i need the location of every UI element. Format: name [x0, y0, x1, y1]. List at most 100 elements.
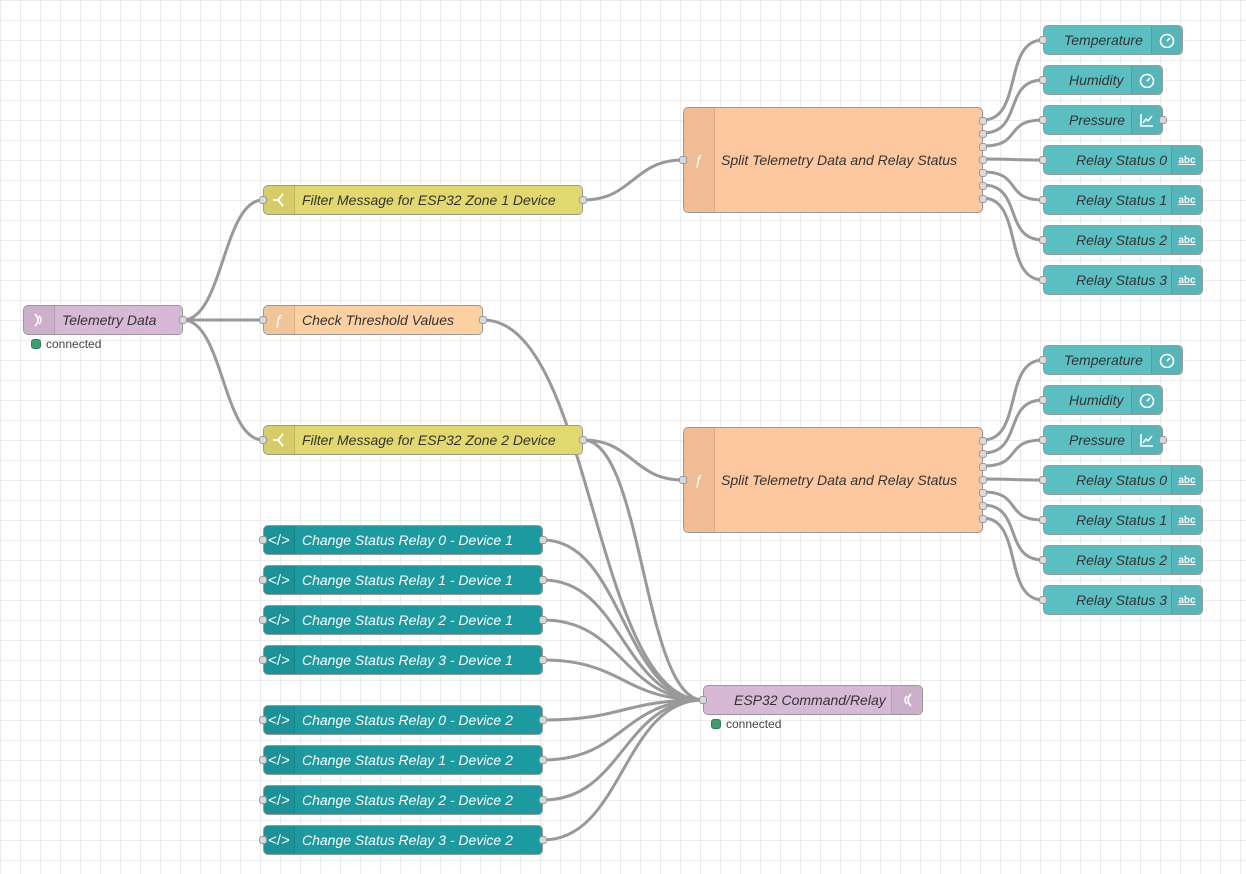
wire[interactable]	[542, 698, 704, 842]
change-relay-1-device-2-node[interactable]: </> Change Status Relay 1 - Device 2	[259, 745, 547, 775]
output-port[interactable]	[539, 656, 547, 664]
input-port[interactable]	[1039, 276, 1047, 284]
wire[interactable]	[982, 78, 1044, 135]
wire[interactable]	[982, 118, 1044, 148]
wire[interactable]	[542, 658, 704, 702]
output-port[interactable]	[979, 182, 987, 190]
wire[interactable]	[582, 158, 684, 202]
zone1-humidity-gauge-node[interactable]: Humidity	[1039, 65, 1163, 95]
split-telemetry-zone2-node[interactable]: ƒ Split Telemetry Data and Relay Status	[679, 427, 987, 533]
change-relay-0-device-1-node[interactable]: </> Change Status Relay 0 - Device 1	[259, 525, 547, 555]
input-port[interactable]	[1039, 156, 1047, 164]
output-port[interactable]	[979, 489, 987, 497]
change-relay-2-device-2-node[interactable]: </> Change Status Relay 2 - Device 2	[259, 785, 547, 815]
input-port[interactable]	[259, 616, 267, 624]
zone1-relay-status-1-node[interactable]: Relay Status 1 abc	[1039, 185, 1203, 215]
wire[interactable]	[982, 157, 1044, 162]
wire[interactable]	[582, 438, 684, 482]
wire[interactable]	[982, 38, 1044, 122]
change-relay-1-device-1-node[interactable]: </> Change Status Relay 1 - Device 1	[259, 565, 547, 595]
zone1-relay-status-2-node[interactable]: Relay Status 2 abc	[1039, 225, 1203, 255]
change-relay-3-device-2-node[interactable]: </> Change Status Relay 3 - Device 2	[259, 825, 547, 855]
input-port[interactable]	[699, 696, 707, 704]
input-port[interactable]	[1039, 116, 1047, 124]
output-port[interactable]	[539, 836, 547, 844]
wire[interactable]	[982, 490, 1044, 522]
output-port[interactable]	[539, 716, 547, 724]
zone2-relay-status-1-node[interactable]: Relay Status 1 abc	[1039, 505, 1203, 535]
wire[interactable]	[542, 698, 704, 802]
zone2-relay-status-0-node[interactable]: Relay Status 0 abc	[1039, 465, 1203, 495]
input-port[interactable]	[1039, 436, 1047, 444]
input-port[interactable]	[259, 656, 267, 664]
output-port[interactable]	[579, 196, 587, 204]
input-port[interactable]	[1039, 356, 1047, 364]
input-port[interactable]	[259, 716, 267, 724]
input-port[interactable]	[259, 836, 267, 844]
output-port[interactable]	[1159, 436, 1167, 444]
wire[interactable]	[982, 516, 1044, 602]
output-port[interactable]	[179, 316, 187, 324]
wire[interactable]	[542, 538, 704, 702]
split-telemetry-zone1-node[interactable]: ƒ Split Telemetry Data and Relay Status	[679, 107, 987, 213]
input-port[interactable]	[1039, 196, 1047, 204]
zone2-temperature-gauge-node[interactable]: Temperature	[1039, 345, 1183, 375]
output-port[interactable]	[979, 476, 987, 484]
output-port[interactable]	[539, 756, 547, 764]
check-threshold-node[interactable]: ƒ Check Threshold Values	[259, 305, 487, 335]
output-port[interactable]	[979, 156, 987, 164]
wire[interactable]	[982, 503, 1044, 562]
output-port[interactable]	[979, 450, 987, 458]
output-port[interactable]	[979, 130, 987, 138]
output-port[interactable]	[979, 463, 987, 471]
output-port[interactable]	[1159, 116, 1167, 124]
output-port[interactable]	[539, 576, 547, 584]
output-port[interactable]	[979, 515, 987, 523]
input-port[interactable]	[259, 196, 267, 204]
wire[interactable]	[182, 198, 264, 322]
filter-zone1-node[interactable]: Filter Message for ESP32 Zone 1 Device	[259, 185, 587, 215]
output-port[interactable]	[979, 143, 987, 151]
input-port[interactable]	[1039, 396, 1047, 404]
zone1-pressure-chart-node[interactable]: Pressure	[1039, 105, 1167, 135]
output-port[interactable]	[979, 195, 987, 203]
zone2-pressure-chart-node[interactable]: Pressure	[1039, 425, 1167, 455]
input-port[interactable]	[1039, 596, 1047, 604]
output-port[interactable]	[479, 316, 487, 324]
input-port[interactable]	[259, 756, 267, 764]
change-relay-3-device-1-node[interactable]: </> Change Status Relay 3 - Device 1	[259, 645, 547, 675]
zone1-relay-status-3-node[interactable]: Relay Status 3 abc	[1039, 265, 1203, 295]
output-port[interactable]	[979, 437, 987, 445]
wire[interactable]	[542, 618, 704, 702]
input-port[interactable]	[679, 156, 687, 164]
wire[interactable]	[982, 183, 1044, 242]
input-port[interactable]	[1039, 76, 1047, 84]
input-port[interactable]	[259, 316, 267, 324]
output-port[interactable]	[979, 502, 987, 510]
esp32-command-relay-node[interactable]: ESP32 Command/Relay	[699, 685, 923, 715]
change-relay-0-device-2-node[interactable]: </> Change Status Relay 0 - Device 2	[259, 705, 547, 735]
wire[interactable]	[482, 318, 704, 702]
zone1-temperature-gauge-node[interactable]: Temperature	[1039, 25, 1183, 55]
telemetry-data-node[interactable]: Telemetry Data	[23, 305, 187, 335]
output-port[interactable]	[539, 616, 547, 624]
zone2-relay-status-3-node[interactable]: Relay Status 3 abc	[1039, 585, 1203, 615]
wire[interactable]	[982, 170, 1044, 202]
output-port[interactable]	[579, 436, 587, 444]
wire[interactable]	[982, 398, 1044, 455]
input-port[interactable]	[679, 476, 687, 484]
wire[interactable]	[982, 477, 1044, 482]
input-port[interactable]	[1039, 556, 1047, 564]
input-port[interactable]	[259, 536, 267, 544]
input-port[interactable]	[1039, 36, 1047, 44]
zone2-humidity-gauge-node[interactable]: Humidity	[1039, 385, 1163, 415]
filter-zone2-node[interactable]: Filter Message for ESP32 Zone 2 Device	[259, 425, 587, 455]
output-port[interactable]	[539, 796, 547, 804]
input-port[interactable]	[1039, 476, 1047, 484]
wire[interactable]	[542, 698, 704, 762]
input-port[interactable]	[259, 576, 267, 584]
wire[interactable]	[982, 196, 1044, 282]
input-port[interactable]	[1039, 516, 1047, 524]
zone1-relay-status-0-node[interactable]: Relay Status 0 abc	[1039, 145, 1203, 175]
wire[interactable]	[182, 318, 264, 442]
